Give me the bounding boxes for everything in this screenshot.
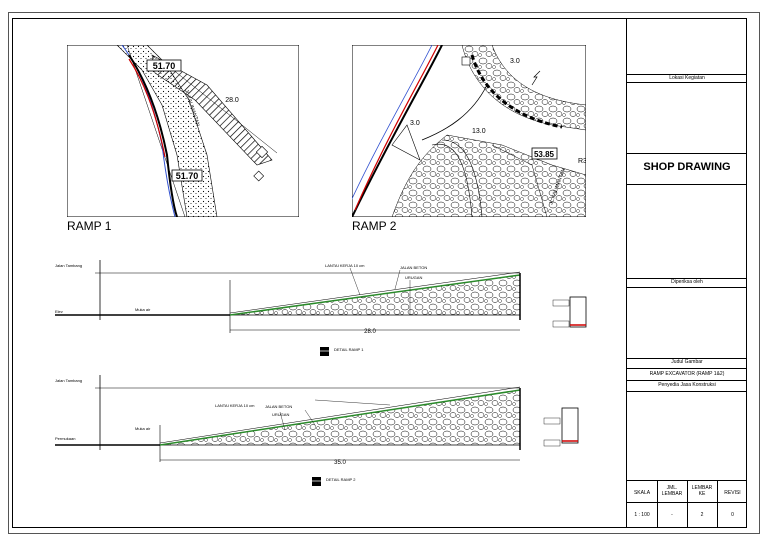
ramp2-elev: 53.85 bbox=[534, 150, 555, 159]
ramp2-section: Jalan Tambang Permukaan Muka air LANTAI … bbox=[55, 375, 579, 486]
ramp1-dim: 28.0 bbox=[225, 97, 239, 104]
ramp2-dim-b: 3.0 bbox=[510, 58, 520, 65]
ramp2-plan-view: 53.85 13.0 3.0 3.0 R3 JL.KALIMANTAN bbox=[352, 45, 586, 217]
tb-judul: Judul Gambar bbox=[671, 359, 703, 365]
tb-header-skala: SKALA bbox=[633, 490, 651, 496]
s1-elev-top: Jalan Tambang bbox=[55, 263, 82, 268]
ramp2-side: R3 bbox=[578, 158, 586, 165]
ramp1-elev-bottom: 51.70 bbox=[176, 171, 199, 181]
s2-urugan-label: URUGAN bbox=[272, 412, 289, 417]
tb-value-skala: 1 : 100 bbox=[634, 512, 650, 518]
ramp1-label: RAMP 1 bbox=[67, 219, 112, 233]
ramp2-dim-c: 3.0 bbox=[410, 120, 420, 127]
tb-value-lembar: 2 bbox=[700, 512, 704, 518]
s2-dim: 35.0 bbox=[334, 460, 346, 466]
title-block: Lokasi Kegiatan SHOP DRAWING Diperiksa o… bbox=[626, 18, 747, 528]
sheet-outer-border bbox=[8, 12, 760, 534]
tb-header-jml: JML. LEMBAR bbox=[661, 485, 683, 497]
tb-value-revisi: 0 bbox=[731, 512, 734, 518]
ramp2-dim-a: 13.0 bbox=[472, 128, 486, 135]
ramp1-elev-top: 51.70 bbox=[153, 61, 176, 71]
s1-urugan-label: URUGAN bbox=[405, 275, 422, 280]
tb-judul-value: RAMP EXCAVATOR (RAMP 1&2) bbox=[649, 371, 725, 377]
s1-jalan-label: JALAN BETON bbox=[400, 265, 427, 270]
s2-elev-top: Jalan Tambang bbox=[55, 378, 82, 383]
s1-lantai-label: LANTAI KERJA 10 cm bbox=[325, 263, 365, 268]
s2-lantai-label: LANTAI KERJA 10 cm bbox=[215, 403, 255, 408]
tb-diperiksa: Diperiksa oleh bbox=[671, 279, 703, 285]
s2-jalan-label: JALAN BETON bbox=[265, 404, 292, 409]
tb-lokasi: Lokasi Kegiatan bbox=[669, 75, 705, 81]
s1-dim: 28.0 bbox=[364, 329, 376, 335]
drawing-sheet bbox=[12, 18, 747, 528]
ramp1-section: Jalan Tambang Elev Muka air LANTAI KERJA… bbox=[55, 260, 587, 356]
ramp1-plan-view: 51.70 51.70 28.0 JL.KALIMANTAN bbox=[67, 45, 299, 217]
s1-ground-label: Muka air bbox=[135, 307, 151, 312]
tb-penyedia: Penyedia Jasa Konstruksi bbox=[658, 382, 716, 388]
tb-value-jml: - bbox=[671, 512, 673, 518]
ramp2-label: RAMP 2 bbox=[352, 219, 397, 233]
s1-detail-label: DETAIL RAMP 1 bbox=[334, 347, 364, 352]
s1-elev-bot: Elev bbox=[55, 309, 63, 314]
tb-header-lembar: LEMBAR KE bbox=[691, 485, 713, 497]
s2-elev-bot: Permukaan bbox=[55, 436, 75, 441]
tb-header-revisi: REVISI bbox=[724, 490, 741, 496]
s2-ground-label: Muka air bbox=[135, 426, 151, 431]
s2-detail-label: DETAIL RAMP 2 bbox=[326, 477, 356, 482]
tb-shop-drawing: SHOP DRAWING bbox=[643, 161, 731, 173]
